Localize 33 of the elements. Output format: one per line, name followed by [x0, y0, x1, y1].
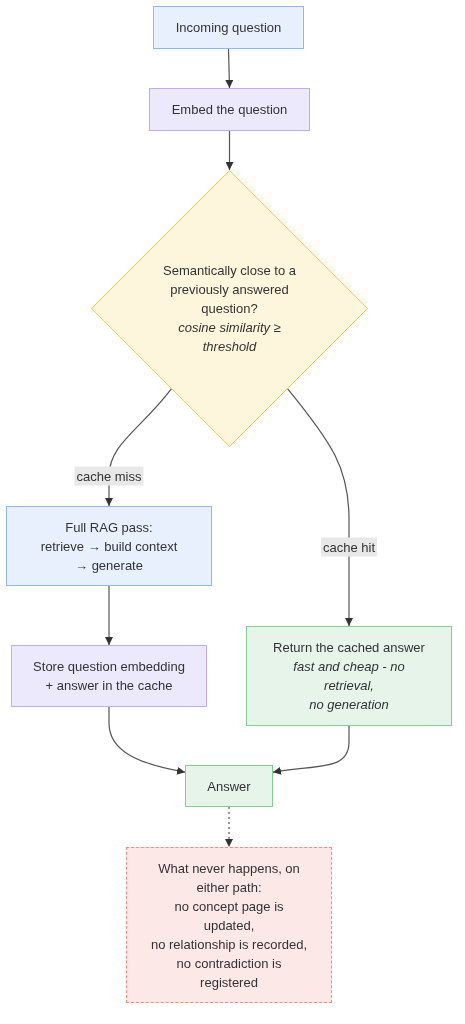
process-box	[6, 506, 212, 586]
arrow	[272, 725, 350, 775]
arrow	[105, 388, 172, 507]
note-box	[126, 847, 332, 1003]
node-label: no relationship is recorded,	[150, 935, 308, 954]
node-label: Full RAG pass:	[65, 518, 153, 537]
node-label: Embed the question	[171, 101, 288, 119]
node-label: no concept page is updated,	[173, 897, 285, 935]
decision-diamond	[91, 170, 368, 447]
arrow	[105, 585, 113, 646]
arrow	[225, 48, 234, 89]
process-box	[153, 6, 304, 49]
node-note: no generation	[309, 696, 389, 714]
arrow	[287, 388, 353, 627]
node-label: + answer in the cache	[45, 677, 173, 695]
edge-label: cache miss	[74, 466, 144, 486]
arrow	[225, 806, 233, 848]
node-label: What never happens, on either path:	[157, 859, 301, 897]
node-label: Answer	[207, 777, 251, 796]
node-label: Semantically close to a previously answered question?	[162, 262, 297, 318]
arrow	[225, 130, 234, 171]
node-label: Return the cached answer	[273, 639, 425, 657]
node-label: Store question embedding	[33, 658, 185, 676]
node-note: cosine similarity ≥ threshold	[177, 319, 282, 356]
node-label: no contradiction is registered	[175, 954, 283, 992]
edge-label: cache hit	[321, 537, 377, 557]
arrow	[108, 706, 186, 775]
process-box	[185, 765, 273, 807]
process-box	[11, 645, 207, 707]
node-label: Incoming question	[175, 19, 282, 37]
process-box	[246, 626, 452, 726]
node-label: retrieve → build context → generate	[39, 537, 179, 575]
process-box	[149, 88, 310, 131]
